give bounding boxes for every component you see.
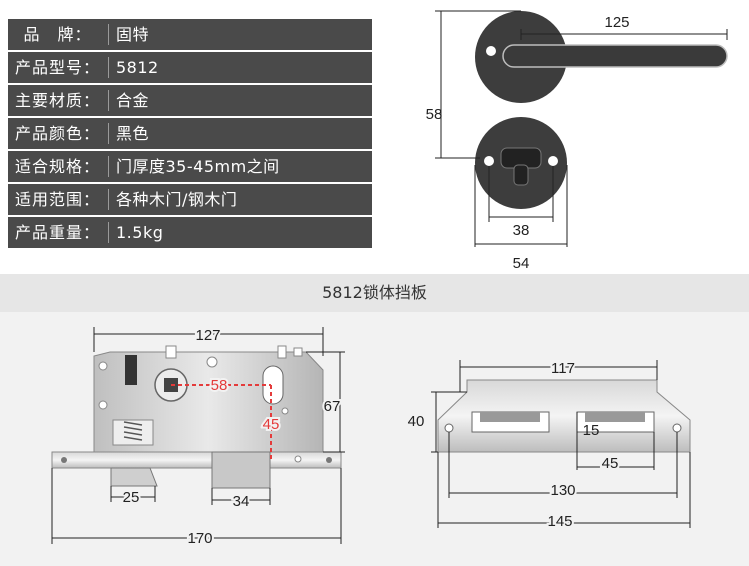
divider	[108, 90, 109, 111]
spec-row-model: 产品型号： 5812	[8, 52, 372, 83]
spec-row-color: 产品颜色： 黑色	[8, 118, 372, 149]
spec-key: 主要材质：	[14, 91, 100, 110]
thumbturn-stem	[513, 164, 529, 186]
divider	[108, 123, 109, 144]
divider	[108, 24, 109, 45]
dim-faceplate-length: 170	[187, 530, 212, 547]
spec-row-usage: 适用范围： 各种木门/钢木门	[8, 184, 372, 215]
spec-value: 门厚度35-45mm之间	[116, 157, 280, 176]
lock-body-drawing: 58 45 127 67 25 34 170	[51, 325, 345, 549]
dim-case-width: 127	[195, 327, 220, 344]
spec-key: 适用范围：	[14, 190, 100, 209]
divider	[108, 57, 109, 78]
spec-key: 品 牌：	[23, 25, 92, 44]
spec-value: 黑色	[116, 124, 150, 143]
spec-value: 1.5kg	[116, 223, 164, 242]
screw-hole	[548, 156, 558, 166]
handle-lever	[502, 44, 728, 68]
dim-handle-height: 58	[426, 106, 443, 123]
dim-center-distance: 45	[263, 416, 280, 433]
spec-row-weight: 产品重量： 1.5kg	[8, 217, 372, 248]
strike-plate-drawing: 117 40 15 45 130 145	[408, 358, 691, 532]
latch-bolt	[110, 467, 158, 487]
cylinder-hole	[262, 365, 284, 405]
dead-bolt	[211, 451, 271, 489]
spec-row-brand: 品 牌： 固特	[8, 19, 372, 50]
dim-screw-spacing: 38	[513, 222, 530, 239]
dim-latch-width: 25	[123, 489, 140, 506]
dim-slot-width: 45	[602, 455, 619, 472]
handle-drawing: 125 58 38 54	[426, 10, 728, 272]
spec-key: 产品颜色：	[14, 124, 100, 143]
spec-key: 适合规格：	[14, 157, 100, 176]
screw-hole	[486, 46, 496, 56]
dim-slot-height: 15	[583, 422, 600, 439]
spec-value: 合金	[116, 91, 150, 110]
dim-plate-height: 40	[408, 413, 425, 430]
spec-key: 产品重量：	[14, 223, 100, 242]
spec-row-material: 主要材质： 合金	[8, 85, 372, 116]
spec-value: 5812	[116, 58, 159, 77]
divider	[108, 222, 109, 243]
spec-value: 各种木门/钢木门	[116, 190, 238, 209]
dim-handle-length: 125	[604, 14, 629, 31]
section-title: 5812锁体挡板	[0, 274, 749, 312]
dim-bolt-width: 34	[233, 493, 250, 510]
spec-row-size: 适合规格： 门厚度35-45mm之间	[8, 151, 372, 182]
dim-plate-length: 145	[547, 513, 572, 530]
dim-case-height: 67	[324, 398, 341, 415]
dim-backset: 58	[211, 377, 228, 394]
divider	[108, 189, 109, 210]
dim-hole-spacing: 130	[550, 482, 575, 499]
spec-key: 产品型号：	[14, 58, 100, 77]
strike-plate	[437, 379, 691, 453]
screw-hole	[484, 156, 494, 166]
dim-plate-top: 117	[551, 360, 575, 377]
divider	[108, 156, 109, 177]
spec-table: 品 牌： 固特 产品型号： 5812 主要材质： 合金 产品颜色： 黑色 适合规格： 门厚…	[8, 19, 372, 250]
spec-value: 固特	[116, 25, 150, 44]
dim-rose-diameter: 54	[513, 255, 530, 272]
